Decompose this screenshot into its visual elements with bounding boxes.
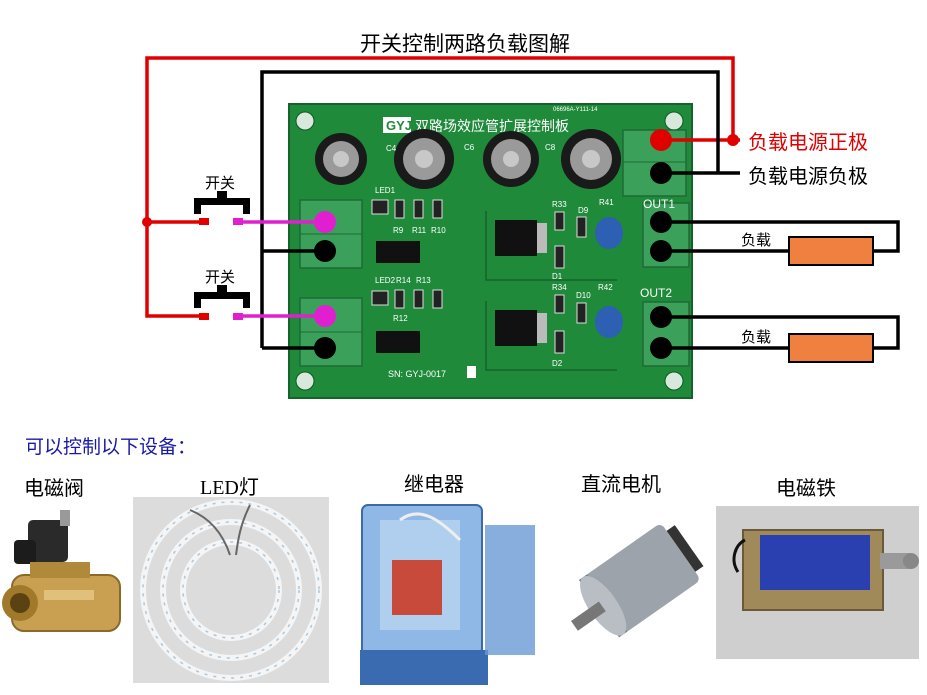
- out2-label: OUT2: [640, 286, 672, 300]
- label-c4: C4: [386, 144, 397, 153]
- load-2-resistor-icon: [788, 333, 874, 363]
- device-label-electromagnet: 电磁铁: [776, 476, 836, 500]
- load-loop-1: [661, 220, 900, 253]
- power-negative-screw: [650, 162, 672, 184]
- led1-label: LED1: [375, 186, 396, 195]
- out2-a-screw: [650, 306, 672, 328]
- input2-signal-screw: [314, 305, 336, 327]
- label-c6: C6: [464, 143, 475, 152]
- label-d1: D1: [552, 272, 563, 281]
- label-r9: R9: [393, 226, 404, 235]
- capacitor-icon: [394, 129, 454, 189]
- out2-b-screw: [650, 337, 672, 359]
- load-1-label: 负载: [741, 231, 772, 249]
- electromagnet-icon: [716, 506, 919, 659]
- out1-a-screw: [650, 211, 672, 233]
- switch-1-icon: [194, 191, 250, 225]
- switch-1-label: 开关: [205, 174, 236, 192]
- capacitor-icon: [483, 131, 539, 187]
- diagram-title: 开关控制两路负载图解: [360, 32, 570, 56]
- out1-b-screw: [650, 240, 672, 262]
- device-label-relay: 继电器: [404, 472, 464, 496]
- board-title: 双路场效应管扩展控制板: [415, 118, 569, 134]
- label-c8: C8: [545, 143, 556, 152]
- load-2-label: 负载: [741, 328, 772, 346]
- label-r10: R10: [431, 226, 446, 235]
- devices-heading: 可以控制以下设备：: [25, 436, 197, 458]
- device-label-solenoid-valve: 电磁阀: [24, 476, 84, 500]
- label-r13: R13: [416, 276, 431, 285]
- device-label-led-lamp: LED灯: [200, 477, 259, 499]
- label-d2: D2: [552, 359, 563, 368]
- led2-label: LED2: [375, 276, 396, 285]
- input1-ground-screw: [314, 240, 336, 262]
- label-r12: R12: [393, 314, 408, 323]
- negative-wire: [260, 70, 720, 348]
- blue-capacitor-icon: [595, 217, 623, 249]
- label-r41: R41: [599, 198, 614, 207]
- board-brand: GYJ: [386, 118, 412, 133]
- relay-icon: [336, 499, 547, 691]
- device-label-dc-motor: 直流电机: [581, 472, 661, 496]
- power-positive-screw: [650, 129, 672, 151]
- input1-signal-screw: [314, 211, 336, 233]
- board-code: 06696A-Y111-14: [553, 107, 598, 113]
- power-negative-label: 负载电源负极: [748, 164, 868, 188]
- out1-label: OUT1: [643, 197, 675, 211]
- blue-capacitor-icon: [595, 306, 623, 338]
- positive-wire: [145, 56, 735, 318]
- mosfet-icon: [495, 310, 547, 346]
- label-r33: R33: [552, 200, 567, 209]
- mosfet-icon: [495, 220, 547, 256]
- switch-2-icon: [194, 285, 250, 320]
- pcb-board: GYJ 双路场效应管扩展控制板 06696A-Y111-14 C4 C6 C8: [288, 103, 693, 399]
- solenoid-valve-icon: [2, 510, 121, 632]
- switch-2-label: 开关: [205, 268, 236, 286]
- optocoupler-icon: [376, 331, 420, 353]
- power-positive-label: 负载电源正极: [748, 130, 868, 154]
- capacitor-icon: [315, 133, 367, 185]
- led-ring-lamp-icon: [133, 497, 329, 683]
- label-d10: D10: [576, 291, 591, 300]
- label-d9: D9: [578, 206, 589, 215]
- label-r34: R34: [552, 283, 567, 292]
- label-r11: R11: [412, 226, 427, 235]
- dc-motor-icon: [550, 505, 708, 683]
- load-loop-2: [661, 315, 900, 350]
- load-1-resistor-icon: [788, 236, 874, 266]
- capacitor-icon: [561, 129, 621, 189]
- wires: [142, 56, 900, 363]
- label-r14: R14: [396, 276, 411, 285]
- board-serial: SN: GYJ-0017: [388, 369, 446, 379]
- terminal-screws: [314, 129, 672, 359]
- label-r42: R42: [598, 283, 613, 292]
- optocoupler-icon: [376, 241, 420, 263]
- input2-ground-screw: [314, 337, 336, 359]
